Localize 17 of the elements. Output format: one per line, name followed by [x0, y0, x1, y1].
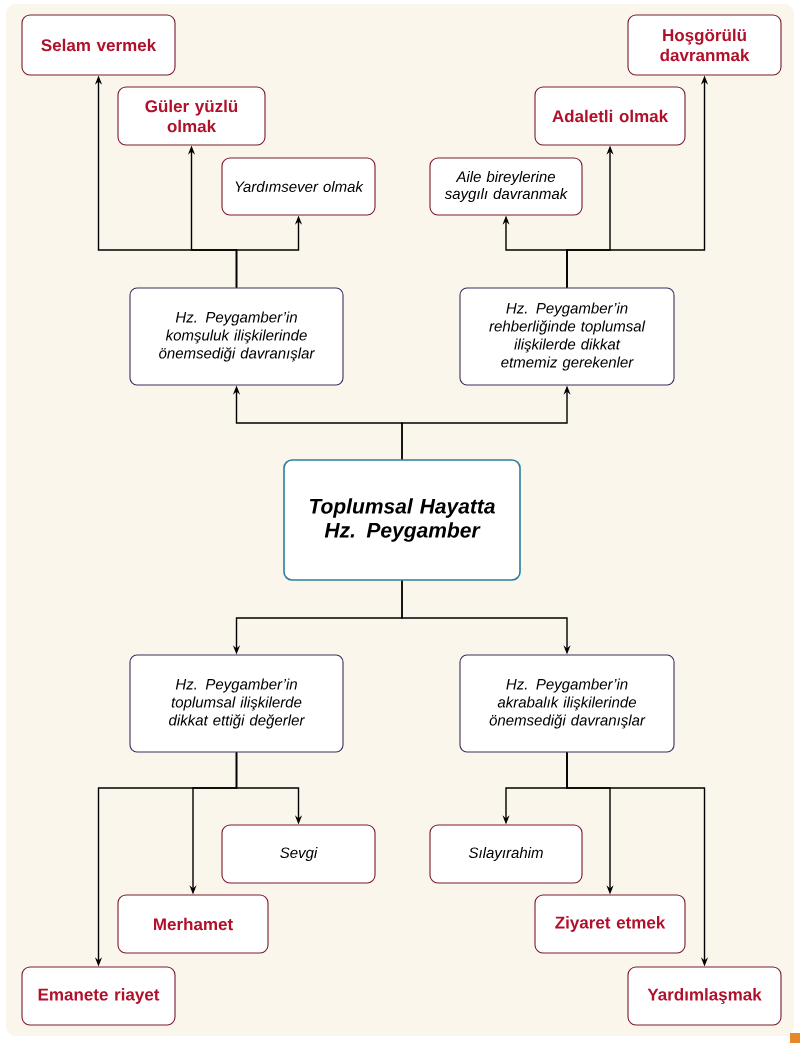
value-box: Yardımsever olmak	[221, 157, 376, 216]
value-box: Emanete riayet	[21, 966, 176, 1026]
value-box: Merhamet	[117, 894, 269, 954]
value-box: Aile bireylerine saygılı davranmak	[429, 157, 583, 216]
process-box: Hz. Peygamber’in toplumsal ilişkilerde dikkat ettiği değerler	[129, 654, 344, 753]
value-box: Sılayırahim	[429, 824, 583, 884]
process-box: Hz. Peygamber’in komşuluk ilişkilerinde önemsediği davranışlar	[129, 287, 344, 386]
process-box: Hz. Peygamber’in akrabalık ilişkilerinde önemsediği davranışlar	[459, 654, 675, 753]
value-box: Yardımlaşmak	[627, 966, 782, 1026]
process-box: Hz. Peygamber’in rehberliğinde toplumsal ilişkilerde dikkat etmemiz gerekenler	[459, 287, 675, 386]
value-box: Sevgi	[221, 824, 376, 884]
value-box: Güler yüzlü olmak	[117, 86, 266, 146]
value-box: Adaletli olmak	[534, 86, 686, 146]
value-box: Hoşgörülü davranmak	[627, 14, 782, 76]
value-box: Ziyaret etmek	[534, 894, 686, 954]
value-box: Selam vermek	[21, 14, 176, 76]
center-box: Toplumsal Hayatta Hz. Peygamber	[283, 459, 521, 581]
